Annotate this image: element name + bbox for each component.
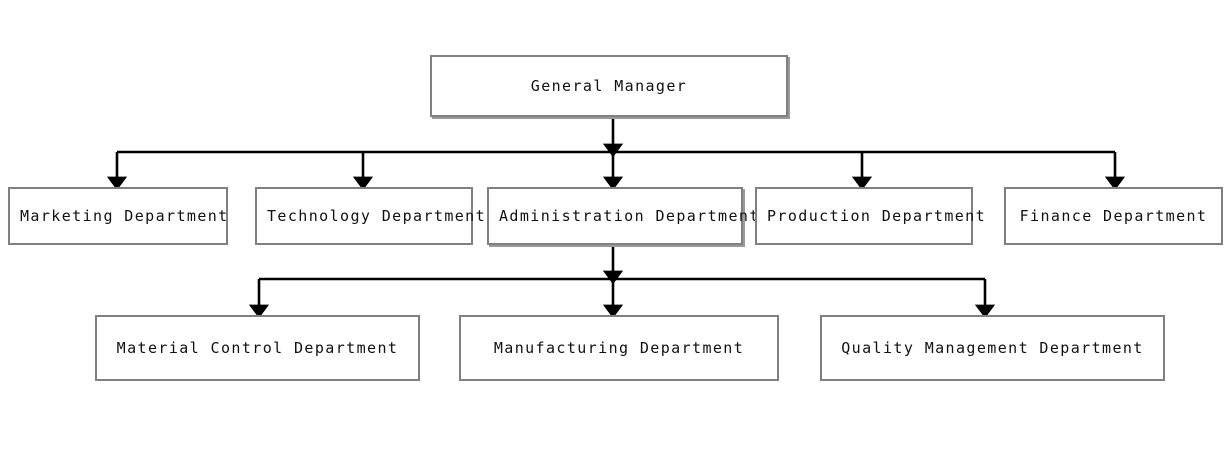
node-general-manager[interactable]: General Manager <box>430 55 788 117</box>
node-manufacturing-department[interactable]: Manufacturing Department <box>459 315 779 381</box>
node-production-department[interactable]: Production Department <box>755 187 985 245</box>
node-label-marketing-department: Marketing Department <box>20 206 229 225</box>
node-label-general-manager: General Manager <box>530 76 688 95</box>
node-label-technology-department: Technology Department <box>267 206 487 225</box>
node-technology-department[interactable]: Technology Department <box>255 187 485 245</box>
node-administration-department[interactable]: Administration Department <box>487 187 758 245</box>
node-label-material-control-department: Material Control Department <box>116 338 399 357</box>
node-label-production-department: Production Department <box>767 206 987 225</box>
node-label-administration-department: Administration Department <box>499 206 760 225</box>
node-marketing-department[interactable]: Marketing Department <box>8 187 228 245</box>
node-label-manufacturing-department: Manufacturing Department <box>493 338 745 357</box>
node-label-quality-management-department: Quality Management Department <box>841 338 1144 357</box>
node-label-finance-department: Finance Department <box>1019 206 1208 225</box>
node-finance-department[interactable]: Finance Department <box>1004 187 1223 245</box>
node-material-control-department[interactable]: Material Control Department <box>95 315 420 381</box>
node-quality-management-department[interactable]: Quality Management Department <box>820 315 1165 381</box>
